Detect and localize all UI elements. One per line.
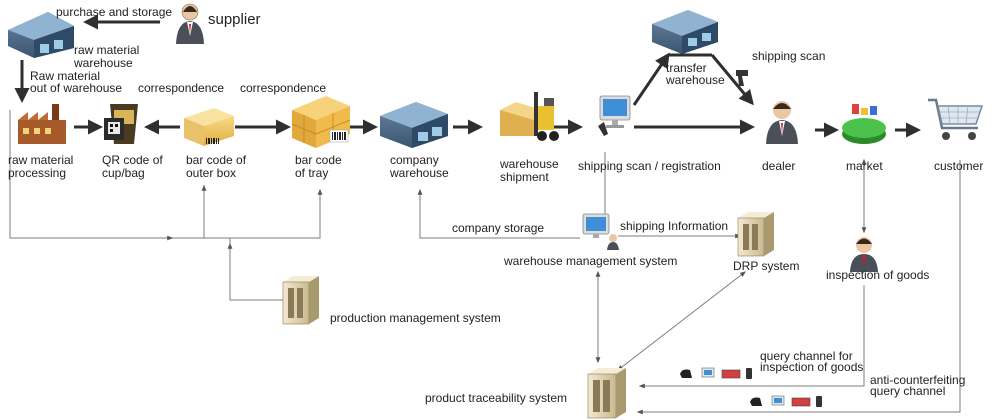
query-devices-inspection-icon [680,367,752,379]
label-company-storage: company storage [452,221,544,235]
label-warehouse-management-system: warehouse management system [503,254,677,268]
label-company-warehouse: company warehouse [389,153,449,180]
query-devices-anticounterfeit-icon [750,395,822,407]
scanner-gun-icon [736,70,748,86]
label-raw-material-warehouse: raw material warehouse [73,43,143,70]
shopping-cart-icon [928,98,984,140]
wms-computer-icon [582,213,619,250]
tray-boxes-icon [291,96,351,148]
label-warehouse-shipment: warehouse shipment [499,157,562,184]
transfer-warehouse-icon [652,10,718,54]
traceability-server-icon [587,368,626,419]
label-shipping-information: shipping Information [620,219,728,233]
label-drp-system: DRP system [733,259,799,273]
line-customer-to-traceability [636,160,961,415]
label-correspondence-2: correspondence [240,81,326,95]
supplier-person-icon [176,3,204,44]
label-qr-code: QR code of cup/bag [102,153,166,180]
arrow-transfer-to-dealer [710,54,754,106]
qr-cup-bag-icon [104,104,138,144]
label-shipping-scan-registration: shipping scan / registration [578,159,721,173]
dealer-person-icon [766,101,798,144]
arrow-scan-to-transfer [632,52,670,106]
line-inspection-to-traceability [638,285,865,389]
forklift-icon [500,92,559,141]
line-drp-to-traceability [617,271,746,371]
label-purchase-storage: purchase and storage [56,5,172,19]
production-server-icon [282,276,319,325]
scan-computer-icon [598,95,631,136]
label-raw-material-processing: raw material processing [8,153,77,180]
label-transfer-warehouse: transfer warehouse [665,61,725,87]
company-warehouse-icon [380,102,448,148]
label-customer: customer [934,159,983,173]
factory-icon [18,104,66,144]
label-raw-material-out: Raw material out of warehouse [30,69,122,95]
label-bar-code-tray: bar code of tray [295,153,345,180]
outer-box-barcode-icon [184,108,234,146]
label-inspection-of-goods: inspection of goods [826,268,929,282]
label-query-channel-inspection: query channel for inspection of goods [760,349,863,374]
label-shipping-scan: shipping scan [752,49,825,63]
raw-material-warehouse-icon [8,12,74,58]
label-correspondence-1: correspondence [138,81,224,95]
label-production-management-system: production management system [330,311,501,325]
inspector-person-icon [850,237,878,272]
label-anti-counterfeiting: anti-counterfeiting query channel [870,373,969,398]
drp-server-icon [737,212,774,257]
line-company-storage [417,188,580,239]
label-product-traceability-system: product traceability system [425,391,567,405]
market-pie-icon [842,104,886,144]
line-production-system [229,238,290,301]
label-market: market [846,159,883,173]
label-bar-code-outer: bar code of outer box [186,153,249,180]
label-supplier: supplier [208,11,261,28]
label-dealer: dealer [762,159,795,173]
